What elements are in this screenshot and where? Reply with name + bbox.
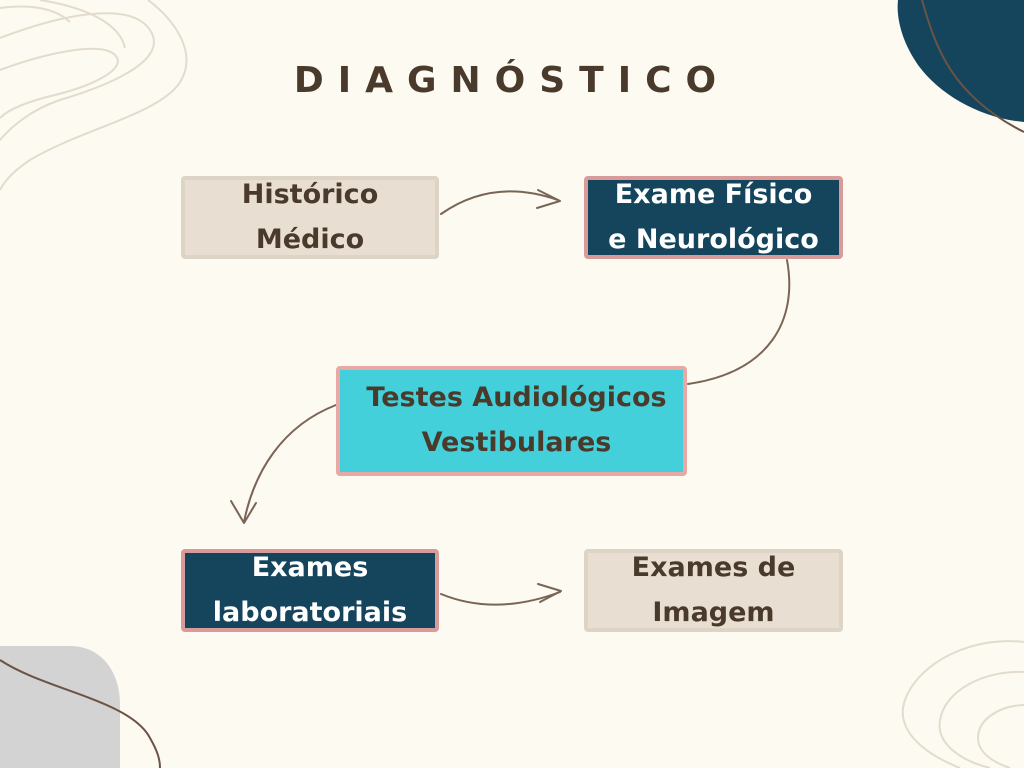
connector-exame-to-testes — [687, 259, 791, 385]
step-exame-fisico-box: Exame Físico e Neurológico — [584, 176, 843, 259]
step-label: Exames de Imagem — [631, 551, 796, 628]
top-left-contour-lines — [0, 0, 188, 191]
step-testes-audiologicos-box: Testes Audiológicos Vestibulares — [336, 366, 687, 476]
arrow-testes-to-laboratoriais — [230, 404, 337, 524]
step-historico-medico-box: Histórico Médico — [181, 176, 439, 259]
arrow-historico-to-exame — [440, 189, 561, 215]
top-right-curve-line — [921, 0, 1024, 133]
step-exames-imagem-box: Exames de Imagem — [584, 549, 843, 632]
step-label: Exames laboratoriais — [212, 551, 408, 628]
bottom-left-curve-line — [0, 659, 161, 768]
step-label: Exame Físico e Neurológico — [608, 178, 819, 255]
arrow-laboratoriais-to-imagem — [440, 583, 562, 606]
top-right-navy-blob — [897, 0, 1024, 122]
step-label: Testes Audiológicos Vestibulares — [366, 382, 667, 458]
step-exames-laboratoriais-box: Exames laboratoriais — [181, 549, 439, 632]
bottom-right-contour-lines — [901, 640, 1024, 768]
step-label: Histórico Médico — [241, 178, 379, 255]
page-title: DIAGNÓSTICO — [293, 60, 731, 101]
